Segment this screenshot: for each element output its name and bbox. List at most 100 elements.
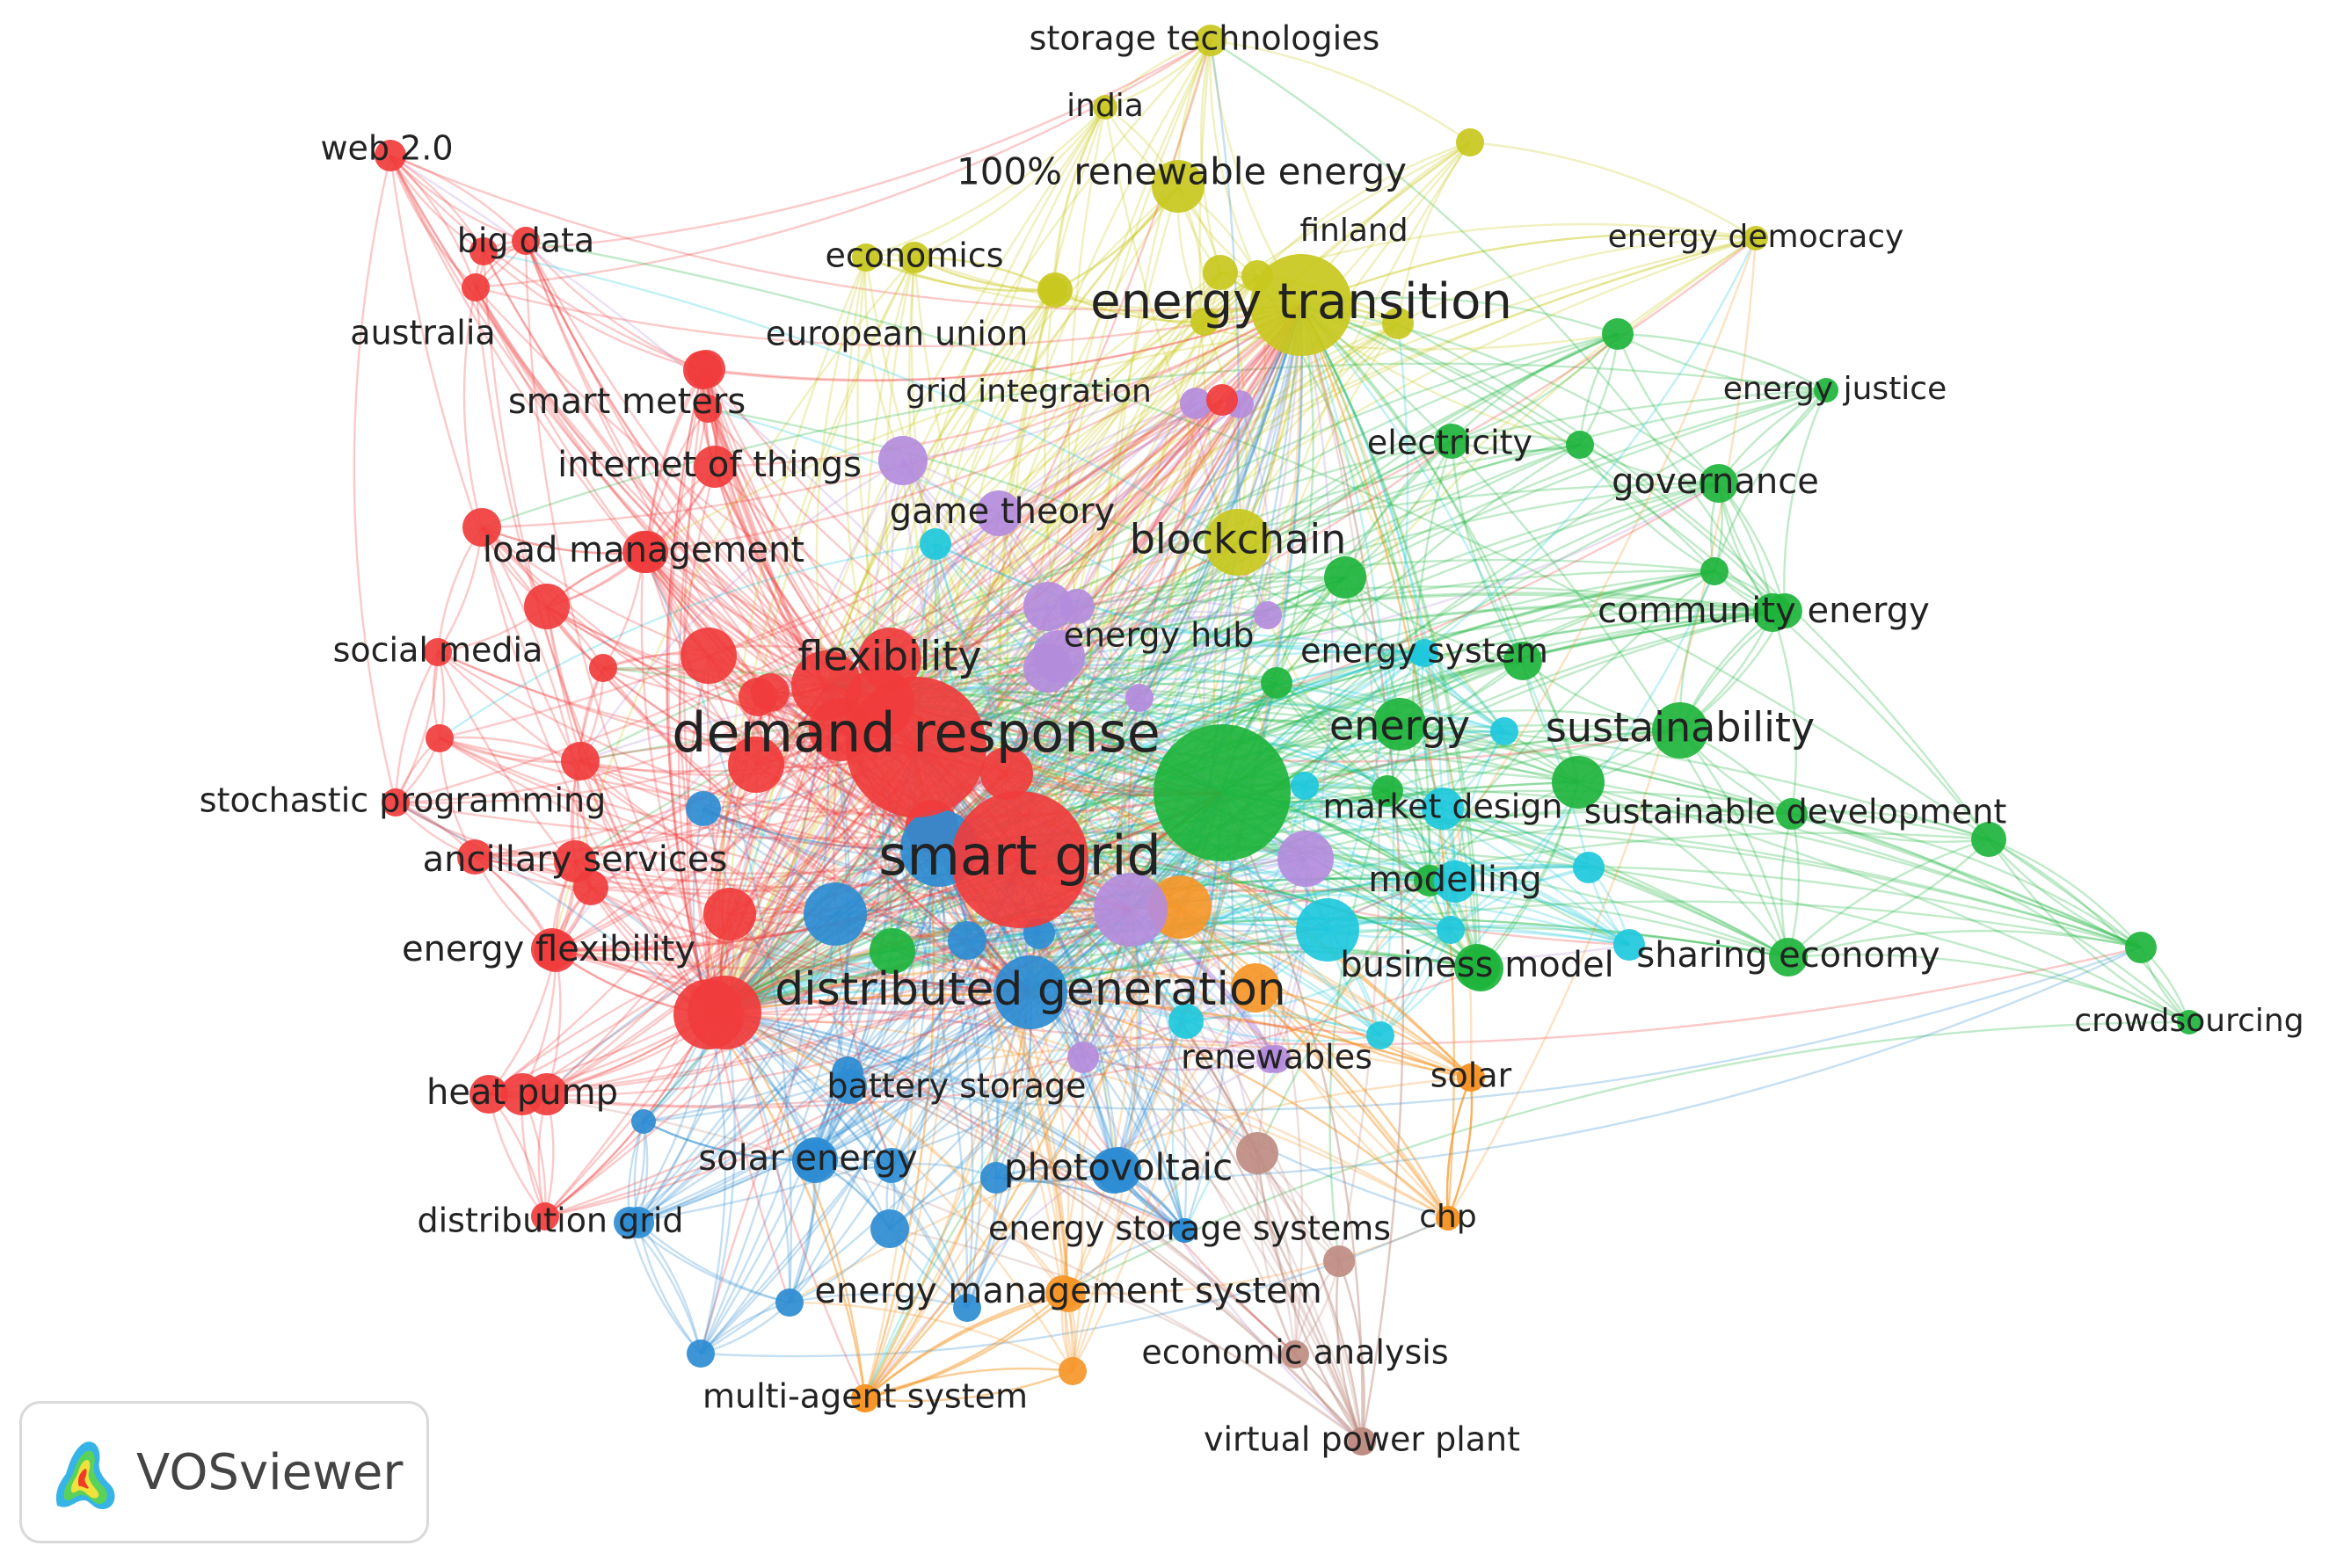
network-link [1005,399,1223,774]
network-link [1791,812,1990,844]
network-link [1988,838,2190,1024]
network-link [1299,304,1479,968]
network-node [1613,929,1645,961]
network-link [1275,304,1314,684]
network-node [980,1162,1012,1194]
network-link [1018,323,1399,860]
network-link [1171,1020,1188,1231]
network-link [915,603,1786,749]
label-social-media: social media [333,631,543,670]
network-link [389,154,527,242]
network-link [788,685,848,1303]
network-node [1324,556,1366,599]
label-smart-meters: smart meters [508,381,746,422]
network-link [1787,953,2190,1024]
network-link [723,1012,867,1399]
label-energy-management-system: energy management system [814,1271,1321,1311]
network-node [1067,1042,1099,1073]
network-link [629,1222,790,1304]
network-link [488,967,1481,1109]
node-governance [1699,464,1738,503]
network-link [937,847,1065,1294]
network-link [1344,577,1524,663]
network-link [700,859,1022,1354]
network-link [724,1011,1119,1171]
network-link [1030,807,1444,993]
network-node [775,1289,804,1317]
label-heat-pump: heat pump [426,1072,618,1113]
label-economics: economics [825,236,1003,275]
network-node [1602,318,1634,350]
network-link [834,908,1132,931]
label-grid-integration: grid integration [906,374,1152,410]
network-link [708,988,1187,1023]
network-link [1617,332,1827,392]
network-link [1082,1056,1277,1071]
network-link [1075,403,1197,607]
network-link [574,791,1223,875]
network-node [852,243,880,272]
network-link [864,1292,1064,1400]
network-link [847,304,1303,1073]
network-link [1075,403,1241,607]
network-link [1679,730,1790,958]
network-link [574,576,1346,862]
label-sustainability: sustainability [1546,704,1815,751]
network-link [938,816,2142,949]
label-chp: chp [1419,1199,1476,1235]
network-link [1255,986,1472,1078]
network-link [1082,1045,1277,1061]
network-link [714,303,1302,468]
network-node [686,791,721,826]
network-link [1337,1260,1365,1442]
network-link [1399,709,1681,732]
network-link [1791,812,2190,1023]
network-link [1082,1056,1271,1071]
network-link [826,558,1715,687]
network-link [637,909,1132,1224]
network-link [938,609,1786,850]
network-link [935,542,1420,657]
network-link [1130,865,2142,949]
network-link [825,40,1212,686]
network-link [1336,1260,1364,1442]
label-solar: solar [1430,1056,1512,1095]
network-link [1123,272,1222,911]
network-link [708,1013,1363,1442]
network-link [1255,1152,1364,1442]
network-link [708,1013,867,1399]
network-link [1185,1020,1381,1042]
network-link [480,526,710,1015]
network-link [878,702,1364,1442]
network-link [720,692,772,1013]
network-link [389,155,940,849]
network-link [865,256,1054,293]
network-node [1094,873,1168,947]
network-link [826,684,2190,1024]
network-link [788,847,941,1303]
network-link [1030,991,1449,1219]
label-renewables: renewables [1181,1038,1372,1077]
label-finland: finland [1299,213,1408,249]
network-link [1303,652,1425,787]
network-link [913,256,1054,292]
network-link [1210,39,1774,613]
network-link [637,847,941,1223]
network-link [724,388,1827,1013]
network-node [1323,1245,1355,1277]
network-link [1030,304,1303,993]
network-link [1343,440,1452,578]
network-node [1366,1021,1394,1049]
network-link [629,991,1031,1224]
network-link [705,368,1223,795]
network-link [724,1011,1115,1172]
network-link [723,322,1399,1013]
network-link [724,792,1223,1014]
network-link [708,993,1472,1079]
label-energy-democracy: energy democracy [1608,219,1904,255]
network-link [525,240,703,372]
network-link [815,257,868,686]
network-link [481,526,827,687]
network-link [1328,790,1389,1262]
network-node [2125,932,2157,963]
